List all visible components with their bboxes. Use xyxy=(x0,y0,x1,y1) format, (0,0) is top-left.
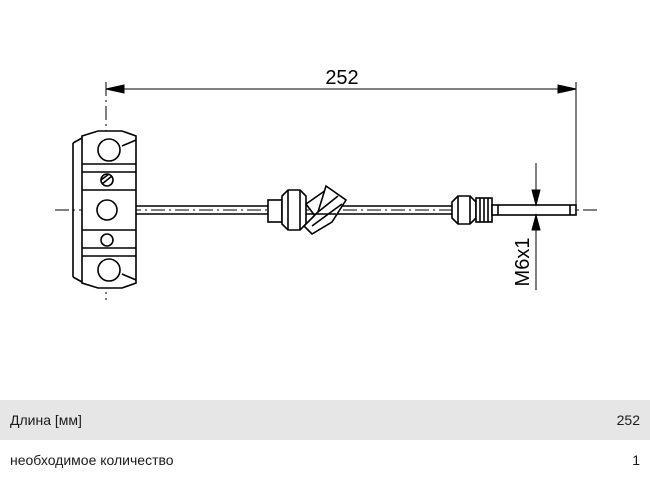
specs-table: Длина [мм] 252 необходимое количество 1 xyxy=(0,400,650,480)
cable-sleeve xyxy=(267,184,348,236)
cable-technical-drawing: 252 xyxy=(55,67,600,300)
spec-label: Длина [мм] xyxy=(10,412,82,428)
spec-row-length: Длина [мм] 252 xyxy=(0,400,650,440)
spec-value: 252 xyxy=(616,412,640,428)
spec-label: необходимое количество xyxy=(10,452,174,468)
end-bracket xyxy=(72,130,137,289)
thread-dimension xyxy=(531,163,541,290)
threaded-end-fitting xyxy=(451,195,577,225)
length-dimension xyxy=(105,82,577,300)
length-label: 252 xyxy=(325,67,358,89)
cable-wire xyxy=(136,205,452,215)
thread-label: M6x1 xyxy=(512,238,534,287)
spec-row-quantity: необходимое количество 1 xyxy=(0,440,650,480)
spec-value: 1 xyxy=(632,452,640,468)
